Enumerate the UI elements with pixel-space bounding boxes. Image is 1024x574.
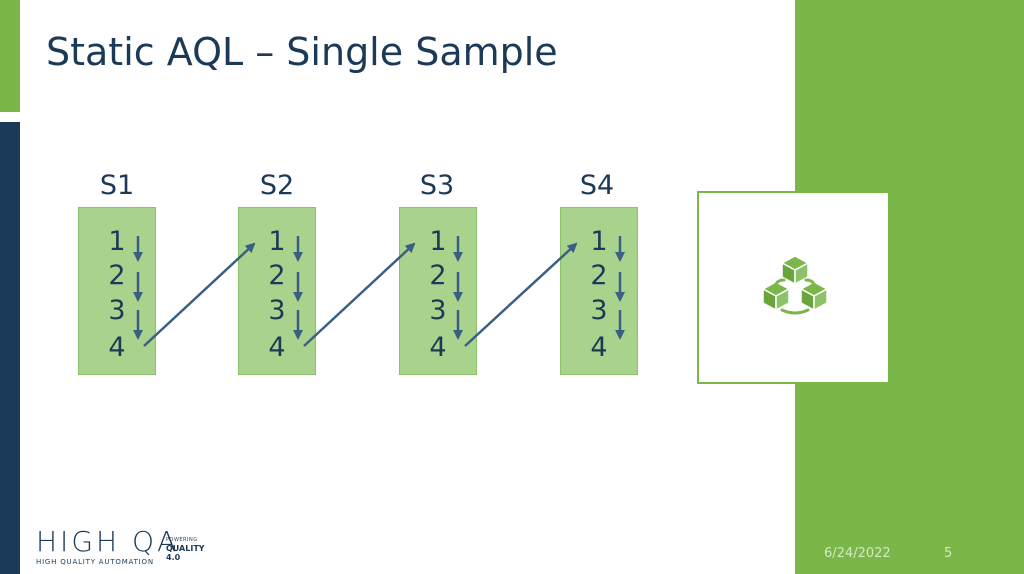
three-cubes-network-icon: [761, 255, 829, 315]
company-logo: HIGH QA HIGH QUALITY AUTOMATION POWERING…: [36, 525, 216, 569]
s1-to-s2-arrow: [143, 242, 256, 347]
logo-quality: QUALITY 4.0: [166, 544, 205, 562]
s2-item-4: 4: [268, 332, 286, 363]
page-number: 5: [944, 546, 953, 561]
s3-item-3: 3: [429, 295, 447, 326]
s3-item-2: 2: [429, 260, 447, 291]
icon-frame-border: [697, 191, 890, 384]
s2-to-s3-arrow: [303, 242, 416, 347]
s3-item-4: 4: [429, 332, 447, 363]
sample-label-s3: S3: [419, 170, 455, 201]
s1-item-2: 2: [108, 260, 126, 291]
sample-label-s4: S4: [579, 170, 615, 201]
footer-date: 6/24/2022: [824, 546, 891, 561]
logo-main: HIGH QA: [36, 525, 180, 558]
s2-item-3: 3: [268, 295, 286, 326]
slide-title: Static AQL – Single Sample: [46, 30, 558, 74]
sample-label-s2: S2: [259, 170, 295, 201]
s4-item-3: 3: [590, 295, 608, 326]
s2-item-1: 1: [268, 226, 286, 257]
logo-powering: POWERING: [166, 537, 198, 543]
sample-box-s3: [399, 207, 477, 375]
left-accent-bar-green: [0, 0, 20, 112]
s4-item-4: 4: [590, 332, 608, 363]
s2-item-2: 2: [268, 260, 286, 291]
s3-item-1: 1: [429, 226, 447, 257]
sample-label-s1: S1: [99, 170, 135, 201]
left-accent-bar-navy: [0, 122, 20, 574]
s1-item-4: 4: [108, 332, 126, 363]
sample-box-s1: [78, 207, 156, 375]
sample-box-s4: [560, 207, 638, 375]
sample-box-s2: [238, 207, 316, 375]
s3-to-s4-arrow: [464, 242, 578, 347]
s1-item-1: 1: [108, 226, 126, 257]
logo-sub: HIGH QUALITY AUTOMATION: [36, 558, 154, 566]
s4-item-1: 1: [590, 226, 608, 257]
s1-item-3: 3: [108, 295, 126, 326]
s4-item-2: 2: [590, 260, 608, 291]
